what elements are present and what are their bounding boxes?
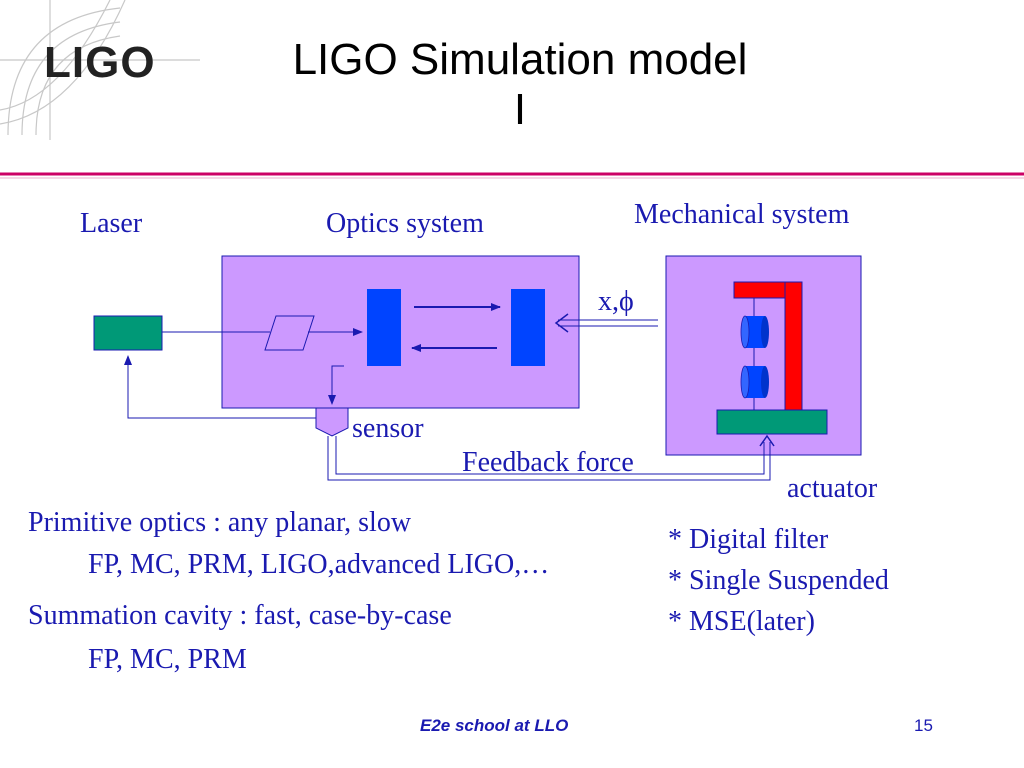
primitive-optics-list: FP, MC, PRM, LIGO,advanced LIGO,… <box>88 549 550 580</box>
actuator-base <box>716 409 828 435</box>
page-number: 15 <box>914 716 933 735</box>
feedback-line-inner <box>335 436 765 475</box>
actuator-label: actuator <box>787 473 878 504</box>
optics-system-label: Optics system <box>326 208 484 239</box>
logo-text: LIGO <box>44 38 156 87</box>
bullet-mse: * MSE(later) <box>668 606 815 637</box>
feedback-arrowhead <box>759 434 775 447</box>
feedback-force-label: Feedback force <box>462 447 634 478</box>
laser-block <box>93 315 163 351</box>
suspension-post <box>784 281 803 411</box>
sensor-label: sensor <box>352 413 424 444</box>
bullet-digital-filter: * Digital filter <box>668 524 829 555</box>
feedback-line-outer <box>327 436 771 481</box>
suspended-mass-lower <box>740 365 769 399</box>
summation-cavity-heading: Summation cavity : fast, case-by-case <box>28 600 452 631</box>
sensor-to-laser-line <box>124 355 316 419</box>
summation-cavity-list: FP, MC, PRM <box>88 644 247 675</box>
logo-arcs <box>0 0 200 140</box>
title-divider <box>0 172 1024 179</box>
beam-splitter <box>264 315 315 351</box>
sensor-block <box>315 407 349 437</box>
end-mirror <box>511 289 545 366</box>
pickoff-to-sensor-line <box>328 365 344 405</box>
page-title-line2: I <box>513 85 527 134</box>
x-phi-arrowhead <box>554 313 569 333</box>
page-title: LIGO Simulation model <box>292 35 748 84</box>
ligo-logo <box>0 0 200 140</box>
input-mirror <box>367 289 401 366</box>
bullet-single-suspended: * Single Suspended <box>668 565 889 596</box>
x-phi-label: x,ϕ <box>598 286 634 317</box>
suspended-mass-upper <box>740 315 769 349</box>
mechanical-system-label: Mechanical system <box>634 199 850 230</box>
footer-caption: E2e school at LLO <box>420 716 569 735</box>
laser-label: Laser <box>80 208 143 239</box>
primitive-optics-heading: Primitive optics : any planar, slow <box>28 507 412 538</box>
